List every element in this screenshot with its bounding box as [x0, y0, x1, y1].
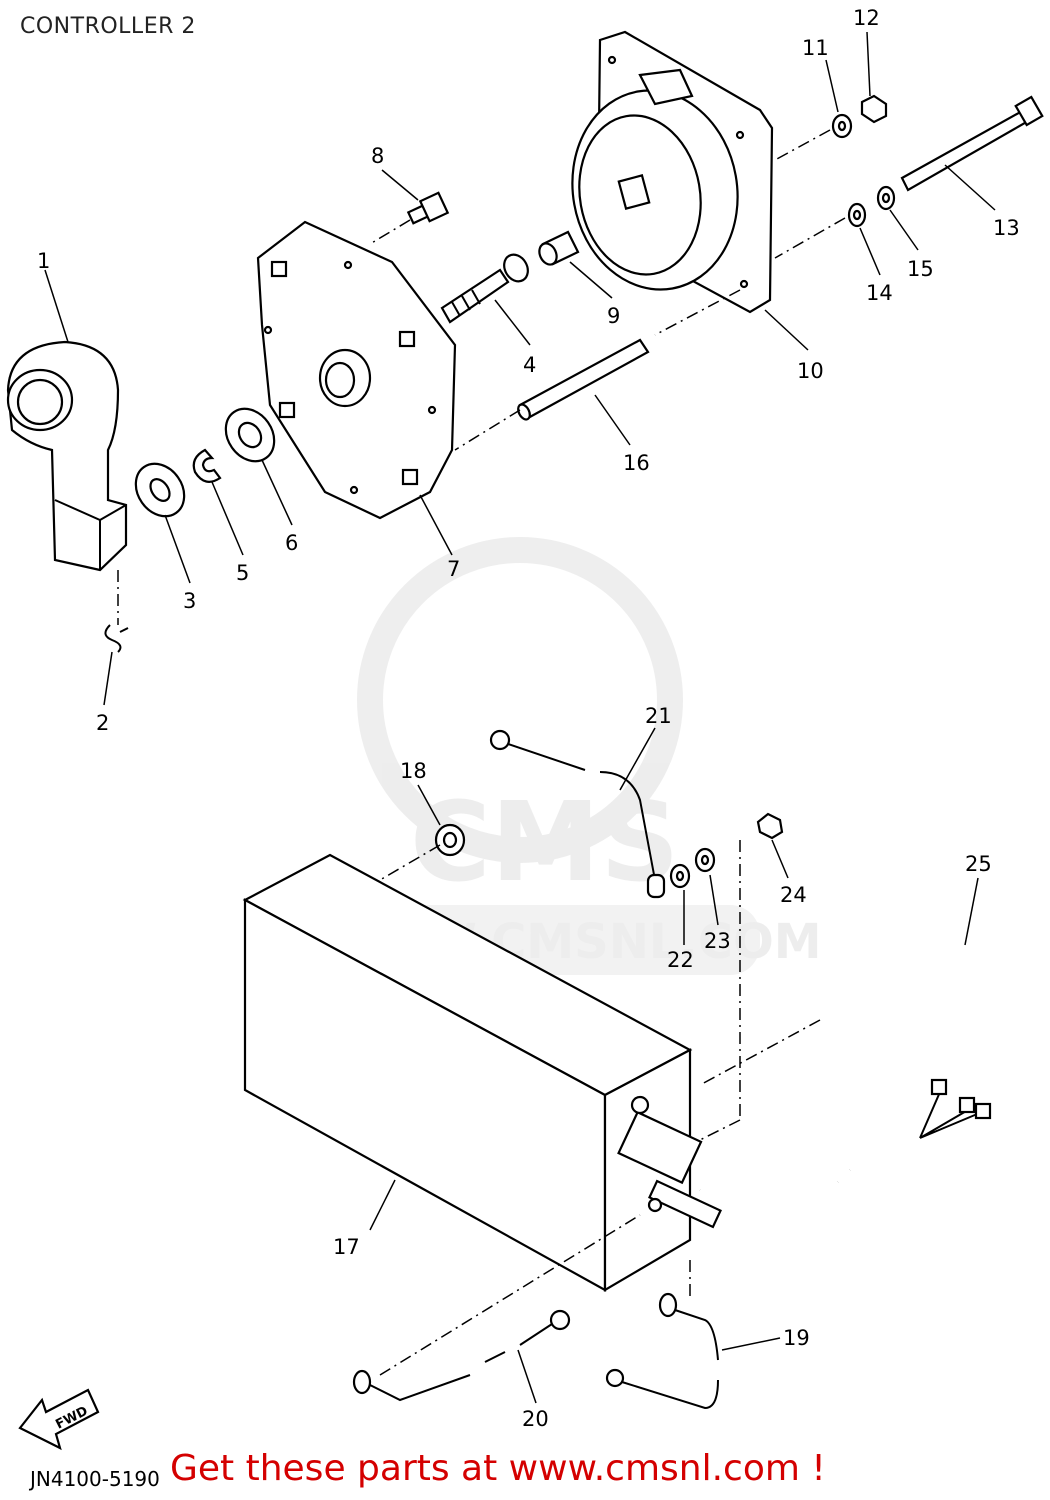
callout-12: 12 — [853, 6, 880, 30]
part-25-hose — [845, 937, 996, 1046]
part-17-controller-box — [242, 853, 722, 1292]
callout-13: 13 — [993, 216, 1020, 240]
callout-9: 9 — [607, 304, 620, 328]
callout-20: 20 — [522, 1407, 549, 1431]
callout-14: 14 — [866, 281, 893, 305]
diagram-code: JN4100-5190 — [30, 1467, 160, 1491]
part-16-pin — [517, 338, 650, 421]
callout-22: 22 — [667, 948, 694, 972]
assembly-lines — [117, 129, 846, 1376]
callout-4: 4 — [523, 353, 536, 377]
callout-3: 3 — [183, 589, 196, 613]
callout-1: 1 — [37, 249, 50, 273]
callout-21: 21 — [645, 704, 672, 728]
part-9-bushing — [538, 230, 580, 266]
part-8-bolt — [406, 191, 450, 225]
callout-5: 5 — [236, 561, 249, 585]
part-19-cable — [605, 1292, 719, 1410]
part-13-long-bolt — [900, 95, 1044, 192]
part-18-grommet — [434, 823, 466, 857]
part-24-nut — [756, 812, 784, 840]
part-7-mounting-plate — [256, 220, 457, 520]
part-4-shaft — [440, 253, 529, 324]
part-3-washer — [134, 462, 186, 518]
part-20-cable — [352, 1309, 571, 1402]
callout-11: 11 — [802, 36, 829, 60]
callout-18: 18 — [400, 759, 427, 783]
callout-labels: 1 2 3 4 5 6 7 8 9 10 11 12 13 14 15 16 1… — [37, 6, 1020, 1431]
part-2-clip — [104, 624, 129, 653]
part-23-washer — [694, 847, 716, 873]
part-14-washer — [847, 202, 867, 228]
part-21-cable — [489, 729, 666, 899]
callout-2: 2 — [96, 711, 109, 735]
diagram-title: CONTROLLER 2 — [20, 14, 196, 39]
callout-6: 6 — [285, 531, 298, 555]
callout-7: 7 — [447, 557, 460, 581]
part-6-washer — [224, 407, 276, 463]
wire-harness — [699, 1078, 992, 1214]
part-22-washer — [669, 863, 691, 889]
part-5-snap-ring — [192, 448, 222, 483]
callout-17: 17 — [333, 1235, 360, 1259]
part-12-nut — [860, 94, 888, 124]
callout-24: 24 — [780, 883, 807, 907]
callout-15: 15 — [907, 257, 934, 281]
callout-23: 23 — [704, 929, 731, 953]
part-10-housing — [571, 30, 774, 314]
part-15-washer — [876, 185, 896, 211]
promo-banner-link[interactable]: Get these parts at www.cmsnl.com ! — [170, 1448, 826, 1489]
fwd-direction-arrow: FWD — [18, 1388, 100, 1451]
callout-10: 10 — [797, 359, 824, 383]
part-1-lever — [6, 340, 128, 572]
callout-8: 8 — [371, 144, 384, 168]
callout-25: 25 — [965, 852, 992, 876]
callout-16: 16 — [623, 451, 650, 475]
leader-lines — [44, 31, 996, 1404]
part-11-washer — [831, 113, 853, 139]
callout-19: 19 — [783, 1326, 810, 1350]
